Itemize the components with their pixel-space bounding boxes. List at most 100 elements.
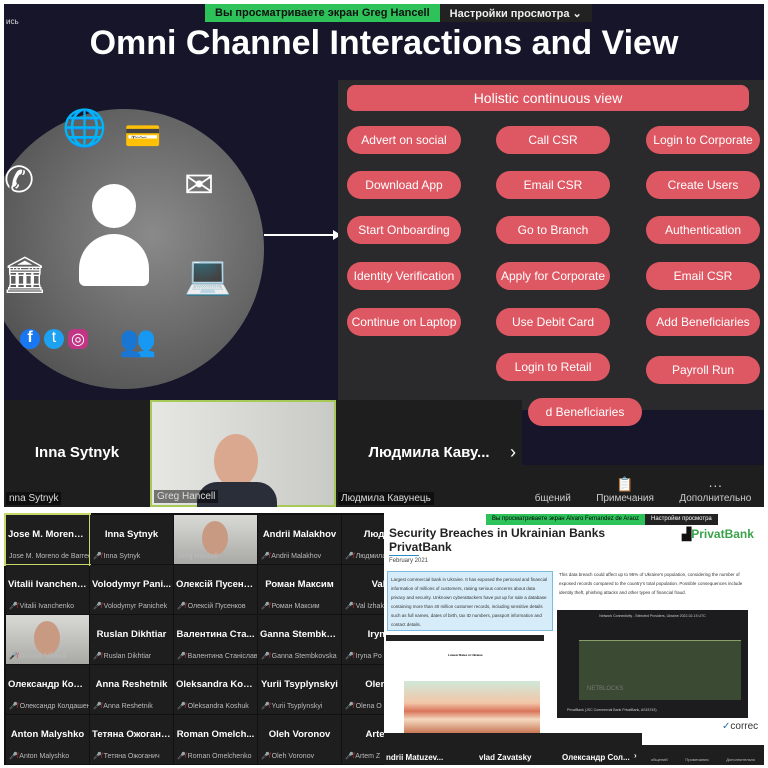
participant-label: 🎤̸ Олексій Пусенков (177, 602, 246, 610)
privatbank-logo-text: PrivatBank (691, 527, 754, 541)
instagram-icon: ◎ (68, 329, 88, 349)
participant-label-text: Валентина Станіслав... (187, 653, 257, 660)
mic-muted-icon: 🎤̸ (345, 653, 356, 660)
participant-label: 🎤̸ Val Izhakev (345, 602, 384, 610)
chat-button[interactable]: общений (650, 757, 668, 762)
participant-tile[interactable]: Inna Sytnyk nna Sytnyk (4, 400, 150, 507)
participant-tile[interactable]: Олександр Кол...🎤̸ Олександр Колдашен... (6, 665, 89, 714)
next-page-button[interactable]: › (634, 751, 637, 760)
participant-tile[interactable]: Валентина Ста...🎤̸ Валентина Станіслав..… (174, 615, 257, 664)
participant-name: Andrii Malakhov (262, 529, 337, 540)
participant-tile[interactable]: Oleh Voronov🎤̸ Oleh Voronov (258, 715, 341, 764)
participant-tile[interactable]: Anna Reshetnik🎤̸ Anna Reshetnik (90, 665, 173, 714)
mic-muted-icon: 🎤̸ (93, 653, 104, 660)
next-page-button[interactable]: › (510, 442, 516, 462)
participant-name: Олексій Пусенк... (176, 579, 257, 590)
participant-tile[interactable]: Роман Максим🎤̸ Роман Максим (258, 565, 341, 614)
bank-icon: 🏛 (4, 254, 48, 295)
mic-muted-icon: 🎤̸ (345, 553, 356, 560)
connectivity-chart-title: Network Connectivity - Selected Provider… (599, 614, 706, 618)
mic-muted-icon: 🎤̸ (177, 703, 188, 710)
slide-title: Omni Channel Interactions and View (89, 24, 679, 62)
doc-participant-strip: ndrii Matuzev... vlad Zavatsky Олександр… (384, 733, 642, 765)
participant-name[interactable]: vlad Zavatsky (479, 753, 532, 762)
mic-muted-icon: 🎤̸ (9, 603, 20, 610)
arrow-icon (264, 230, 341, 240)
participant-name: Ruslan Dikhtiar (96, 629, 167, 640)
participant-tile[interactable]: Oleksandra Kos...🎤̸ Oleksandra Koshuk (174, 665, 257, 714)
shared-screen-top: ись Omni Channel Interactions and View 🌐… (4, 4, 764, 507)
participant-tile[interactable]: Jose M. Moreno...Jose M. Moreno de Barre… (4, 513, 91, 566)
participant-tile[interactable]: Anton Malyshko🎤̸ Anton Malyshko (6, 715, 89, 764)
rates-chart-area (404, 681, 540, 736)
participant-label-text: Andrii Malakhov (271, 553, 322, 560)
participant-tile[interactable]: Vitalii Ivanchenko🎤̸ Vitalii Ivanchenko (6, 565, 89, 614)
more-icon: ··· (708, 477, 723, 493)
mic-muted-icon: 🎤̸ (9, 753, 20, 760)
notes-label: Примечания (596, 493, 654, 504)
screen-share-banner: Вы просматриваете экран Greg Hancell Нас… (205, 4, 592, 22)
notes-button[interactable]: Примечания (685, 757, 709, 762)
mic-muted-icon: 🎤̸ (261, 753, 272, 760)
participant-label-text: Vitalii Ivanchenko (19, 603, 75, 610)
participant-tile[interactable]: 🎤̸ Dmytro Nikitiuk (6, 615, 89, 664)
participant-tile[interactable]: Ganna Stembko...🎤̸ Ganna Stembkovska (258, 615, 341, 664)
participant-label-text: Олександр Колдашен... (19, 703, 89, 710)
phone-icon: ✆ (4, 159, 35, 200)
participant-tile[interactable]: Val Iz🎤̸ Val Izhakev (342, 565, 384, 614)
notes-button[interactable]: 📋Примечания (596, 476, 654, 504)
title-underline (389, 555, 419, 556)
meeting-icon: 👥 (119, 325, 157, 358)
participant-label-text: Roman Omelchenko (187, 753, 252, 760)
chat-button[interactable]: бщений (535, 493, 571, 504)
participant-label: 🎤̸ Andrii Malakhov (261, 552, 321, 560)
participant-label-text: Inna Sytnyk (103, 553, 141, 560)
user-icon (79, 184, 149, 294)
participant-tile[interactable]: Volodymyr Pani...🎤̸ Volodymyr Panichek (90, 565, 173, 614)
participant-tile-video[interactable]: Greg Hancell (150, 400, 336, 507)
privatbank-logo: ▟PrivatBank (682, 527, 754, 541)
participant-label-text: Людмила К (355, 553, 384, 560)
participant-label-text: Anton Malyshko (19, 753, 70, 760)
speaker-video (214, 434, 258, 488)
more-button[interactable]: ···Дополнительно (679, 477, 751, 504)
participant-tile[interactable]: Yurii Tsyplynskyi🎤̸ Yurii Tsyplynskyi (258, 665, 341, 714)
mic-muted-icon: 🎤̸ (261, 703, 272, 710)
participant-tile[interactable]: Людмила Каву... Людмила Кавунець › (336, 400, 522, 507)
participant-tile[interactable]: Олексій Пусенк... 🎤̸ Олексій Пусенков (174, 565, 257, 614)
participant-label: 🎤̸ Валентина Станіслав... (177, 652, 257, 660)
participant-name[interactable]: ndrii Matuzev... (386, 753, 444, 762)
impact-paragraph: This data breach could affect up to 95% … (559, 572, 743, 595)
participant-tile[interactable]: Andrii Malakhov🎤̸ Andrii Malakhov (258, 515, 341, 564)
participant-label-text: Jose M. Moreno de Barreda (9, 553, 89, 560)
journey-step-button: Start Onboarding (347, 216, 461, 244)
journey-step-button: Call CSR (496, 126, 610, 154)
mic-muted-icon: 🎤̸ (261, 653, 272, 660)
participant-label: Greg Hancell (154, 490, 219, 503)
participant-tile[interactable]: Artem Z🎤̸ Artem Z (342, 715, 384, 764)
mic-muted-icon: 🎤̸ (9, 703, 20, 710)
participant-tile[interactable]: Тетяна Ожоганич🎤̸ Тетяна Ожоганич (90, 715, 173, 764)
participant-label: 🎤̸ Anna Reshetnik (93, 702, 153, 710)
participant-tile[interactable]: Iryna P🎤̸ Iryna Po (342, 615, 384, 664)
participant-tile[interactable]: Olena O🎤̸ Olena O (342, 665, 384, 714)
participant-label-text: Iryna Po (355, 653, 382, 660)
participant-tile[interactable]: Roman Omelch...🎤̸ Roman Omelchenko (174, 715, 257, 764)
journey-step-button: Identity Verification (347, 262, 461, 290)
participant-name[interactable]: Олександр Сол... (562, 753, 630, 762)
doc-view-settings-button[interactable]: Настройки просмотра (645, 514, 718, 525)
journey-step-button: d Beneficiaries (528, 398, 642, 426)
journey-step-button: Create Users (646, 171, 760, 199)
participant-tile[interactable]: Greg Hancell (174, 515, 257, 564)
journey-step-button: Advert on social (347, 126, 461, 154)
participant-tile[interactable]: Людмил🎤̸ Людмила К (342, 515, 384, 564)
more-button[interactable]: Дополнительно (726, 757, 756, 762)
participant-tile[interactable]: Ruslan Dikhtiar🎤̸ Ruslan Dikhtiar (90, 615, 173, 664)
connectivity-chart: Network Connectivity - Selected Provider… (557, 610, 748, 718)
meeting-toolbar: бщений 📋Примечания ···Дополнительно (522, 465, 764, 507)
participant-label-text: Val Izhakev (355, 603, 384, 610)
view-settings-button[interactable]: Настройки просмотра ⌄ (439, 4, 592, 22)
participant-tile[interactable]: Inna Sytnyk🎤̸ Inna Sytnyk (90, 515, 173, 564)
